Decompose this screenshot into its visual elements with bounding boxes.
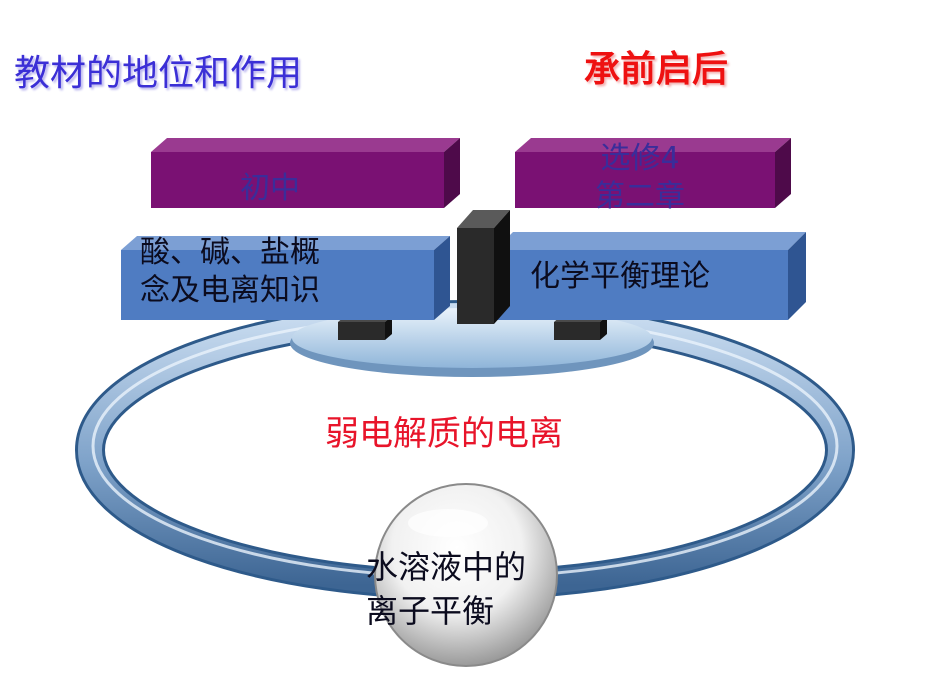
sphere-line-1: 水溶液中的 [366,548,527,586]
sphere-label: 水溶液中的 离子平衡 [366,545,526,633]
junior-detail-label: 酸、碱、盐概 念及电离知识 [140,234,320,310]
right-top-box [515,138,791,208]
junior-detail-line-2: 念及电离知识 [140,273,320,308]
junior-detail-line-1: 酸、碱、盐概 [140,235,320,270]
page-title: 教材的地位和作用 [14,53,303,94]
elective-line-1: 选修4 [600,141,680,176]
subtitle: 承前启后 [584,49,729,90]
junior-label: 初中 [240,171,300,206]
left-top-box [151,138,460,208]
equilibrium-theory-label: 化学平衡理论 [530,259,710,294]
sphere [374,483,558,667]
elective-label: 选修4 第二章 [560,140,720,216]
right-bottom-box [495,232,806,320]
left-bottom-box [121,236,450,320]
sphere-line-2: 离子平衡 [366,592,495,630]
center-topic-label: 弱电解质的电离 [325,414,563,454]
elective-line-2: 第二章 [595,179,685,214]
center-pillar [457,210,510,324]
